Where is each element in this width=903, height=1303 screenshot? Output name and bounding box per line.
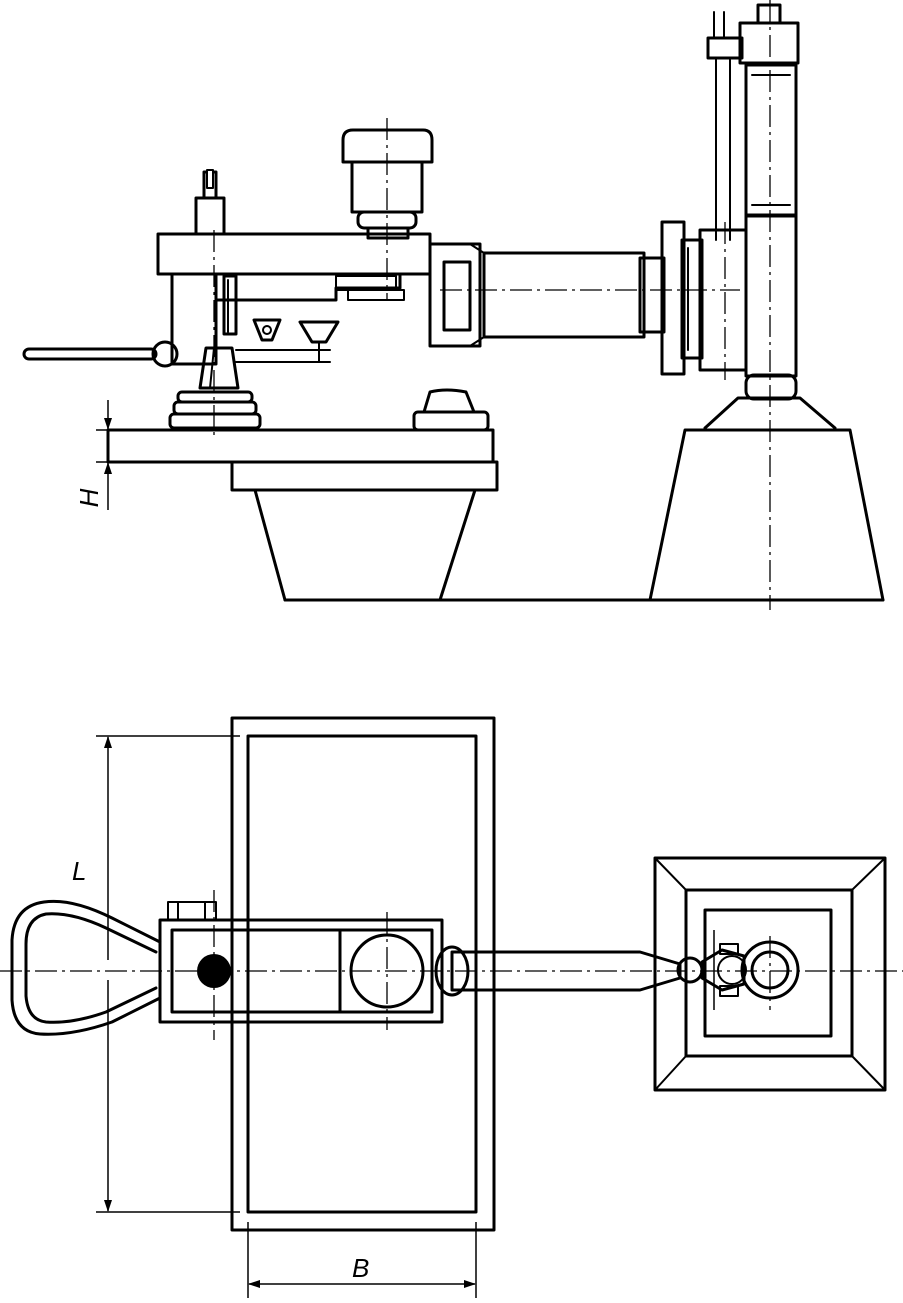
vertical-column: [706, 3, 800, 378]
height-dimension: H: [74, 400, 240, 510]
height-label: H: [74, 488, 104, 507]
head-plan: [158, 901, 444, 1024]
work-table: [106, 388, 499, 602]
side-view: H: [22, 0, 885, 610]
width-dimension: B: [247, 1222, 477, 1298]
length-label: L: [72, 856, 86, 886]
table-plan: [230, 716, 496, 1232]
tool-holder: [168, 390, 262, 430]
column-carriage: [660, 220, 748, 376]
arm-plan: [434, 945, 746, 997]
column-pedestal: [648, 373, 885, 602]
horizontal-arm: [428, 242, 666, 348]
width-label: B: [352, 1253, 369, 1283]
side-handle: [22, 340, 179, 368]
length-dimension: L: [72, 735, 240, 1213]
pedestal-plan: [653, 856, 887, 1092]
top-view: L B: [0, 716, 903, 1298]
grinding-head: [156, 169, 432, 390]
loop-handle: [10, 899, 162, 1036]
